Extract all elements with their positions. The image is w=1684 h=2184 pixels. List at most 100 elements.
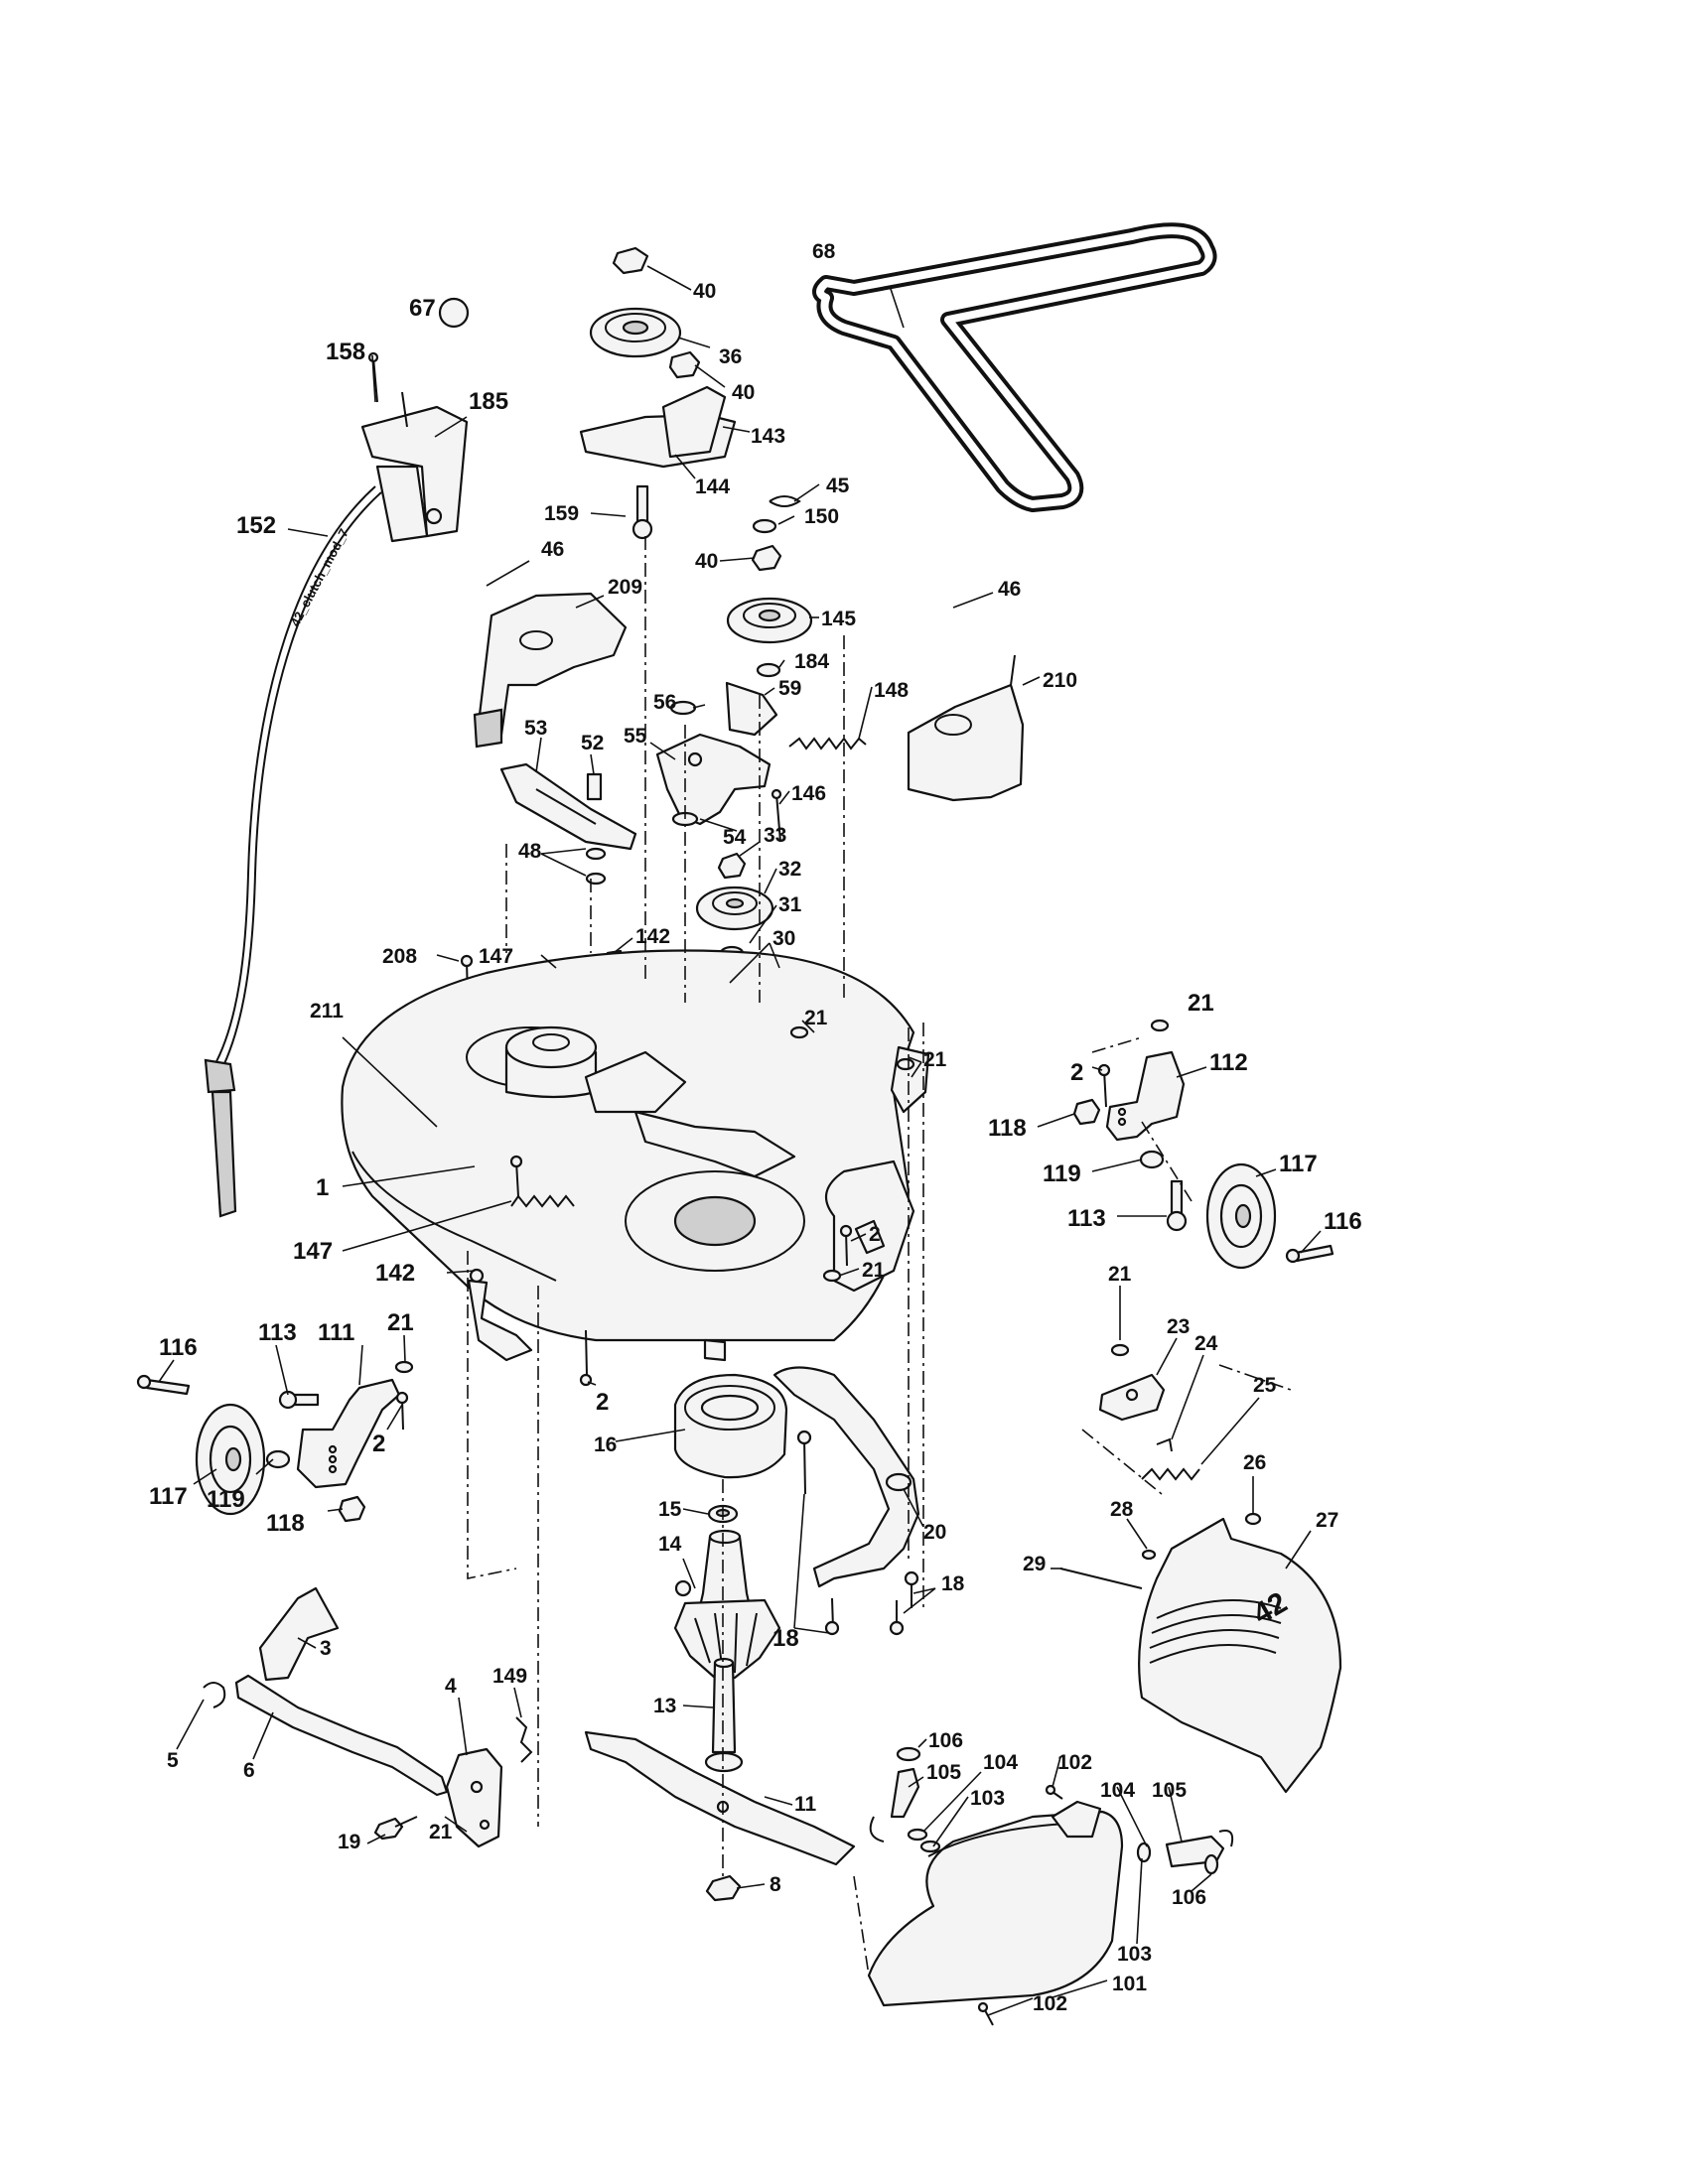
callout-185: 185 xyxy=(469,388,508,415)
callout-54: 54 xyxy=(723,826,747,849)
bolt-113-left xyxy=(278,1390,320,1410)
idler-arm-55 xyxy=(655,733,772,826)
callout-143: 143 xyxy=(751,425,785,448)
bolt-18-c xyxy=(904,1570,919,1608)
callout-147: 147 xyxy=(479,945,513,968)
wheel-117-left xyxy=(195,1403,266,1516)
bolt-18-d xyxy=(889,1600,905,1636)
callout-27: 27 xyxy=(1316,1509,1338,1532)
callout-labels: 40 67 68 158 185 36 40 143 144 152 159 4… xyxy=(149,240,1362,2015)
washer-119-left xyxy=(265,1449,291,1469)
callout-23: 23 xyxy=(1167,1315,1190,1338)
callout-33: 33 xyxy=(764,824,786,847)
callout-112: 112 xyxy=(1209,1049,1248,1076)
callout-20: 20 xyxy=(923,1521,946,1544)
washer-104-right xyxy=(1136,1842,1152,1863)
washer-119-right xyxy=(1139,1150,1165,1169)
callout-18: 18 xyxy=(941,1572,965,1595)
rod-24 xyxy=(1156,1437,1173,1452)
bolt-2-right xyxy=(839,1224,853,1267)
callout-117: 117 xyxy=(149,1483,188,1510)
washer-150 xyxy=(752,518,777,534)
callout-24: 24 xyxy=(1194,1332,1218,1355)
nut-26 xyxy=(1244,1512,1262,1526)
callout-113: 113 xyxy=(258,1319,297,1346)
callout-105: 105 xyxy=(1152,1779,1187,1802)
callout-40: 40 xyxy=(693,280,716,303)
arm-142-lower xyxy=(467,1268,533,1362)
callout-21: 21 xyxy=(804,1007,828,1029)
callout-150: 150 xyxy=(804,505,839,528)
callout-116: 116 xyxy=(1324,1208,1362,1235)
callout-59: 59 xyxy=(778,677,801,700)
callout-46: 46 xyxy=(998,578,1021,601)
bracket-3 xyxy=(258,1586,340,1682)
spindle-shaft-13 xyxy=(704,1657,744,1773)
callout-152: 152 xyxy=(236,512,276,539)
callout-144: 144 xyxy=(695,476,730,498)
callout-111: 111 xyxy=(318,1319,354,1346)
callout-31: 31 xyxy=(778,893,802,916)
clip-105-left xyxy=(869,1767,920,1843)
callout-103: 103 xyxy=(970,1787,1005,1810)
bolt-113-right xyxy=(1166,1179,1188,1232)
nut-21-deck-c xyxy=(822,1269,842,1283)
callout-16: 16 xyxy=(594,1433,617,1456)
callout-104: 104 xyxy=(1100,1779,1135,1802)
callout-36: 36 xyxy=(719,345,742,368)
callout-52: 52 xyxy=(581,732,604,754)
nut-33 xyxy=(717,852,747,880)
callout-145: 145 xyxy=(821,608,856,630)
baffle-20 xyxy=(772,1366,920,1588)
callout-8: 8 xyxy=(770,1873,781,1896)
callout-48: 48 xyxy=(518,840,542,863)
callout-18: 18 xyxy=(772,1625,799,1652)
callout-53: 53 xyxy=(524,717,547,740)
callout-19: 19 xyxy=(338,1831,360,1853)
bolt-19 xyxy=(373,1816,418,1841)
nut-40-mid xyxy=(668,350,701,379)
spindle-housing-14 xyxy=(673,1529,781,1680)
callout-101: 101 xyxy=(1112,1973,1147,1995)
clutch-bracket-185 xyxy=(360,391,469,543)
leader-lines xyxy=(158,265,1322,2016)
bolt-159 xyxy=(632,484,653,540)
callout-102: 102 xyxy=(1057,1751,1092,1774)
callout-149: 149 xyxy=(492,1665,527,1688)
baffle-ring-16 xyxy=(673,1373,788,1479)
bracket-59 xyxy=(725,681,778,737)
callout-5: 5 xyxy=(167,1749,179,1772)
callout-3: 3 xyxy=(320,1637,332,1660)
ball-67 xyxy=(438,297,470,329)
callout-2: 2 xyxy=(1070,1059,1083,1086)
callout-21: 21 xyxy=(387,1309,414,1336)
callout-148: 148 xyxy=(874,679,909,702)
belt-shield-209 xyxy=(473,592,628,749)
alignment-lines xyxy=(467,536,1292,1977)
callout-2: 2 xyxy=(596,1389,609,1416)
mulch-cover-101 xyxy=(867,1800,1124,2007)
callout-147: 147 xyxy=(293,1238,333,1265)
bolt-2-mid xyxy=(579,1329,593,1387)
nut-21-deck-b xyxy=(896,1057,915,1071)
washer-104-left xyxy=(907,1828,928,1842)
washers-48 xyxy=(585,847,607,886)
bolt-2-left xyxy=(395,1391,409,1431)
bracket-53 xyxy=(499,762,637,851)
callout-106: 106 xyxy=(928,1729,963,1752)
bolt-116-right xyxy=(1285,1244,1334,1264)
washer-184 xyxy=(756,662,781,678)
callout-102: 102 xyxy=(1033,1992,1067,2015)
callout-159: 159 xyxy=(544,502,579,525)
callout-11: 11 xyxy=(794,1793,817,1816)
bolt-116-left xyxy=(136,1374,191,1396)
callout-40: 40 xyxy=(695,550,718,573)
bolt-deck-left xyxy=(509,1155,523,1197)
callout-106: 106 xyxy=(1172,1886,1206,1909)
callout-103: 103 xyxy=(1117,1943,1152,1966)
nut-21-chute xyxy=(1110,1343,1130,1357)
belt-shield-210 xyxy=(907,654,1025,802)
clip-105-right xyxy=(1165,1830,1234,1868)
mower-deck-1 xyxy=(341,949,930,1362)
bracket-112 xyxy=(1105,1050,1186,1142)
